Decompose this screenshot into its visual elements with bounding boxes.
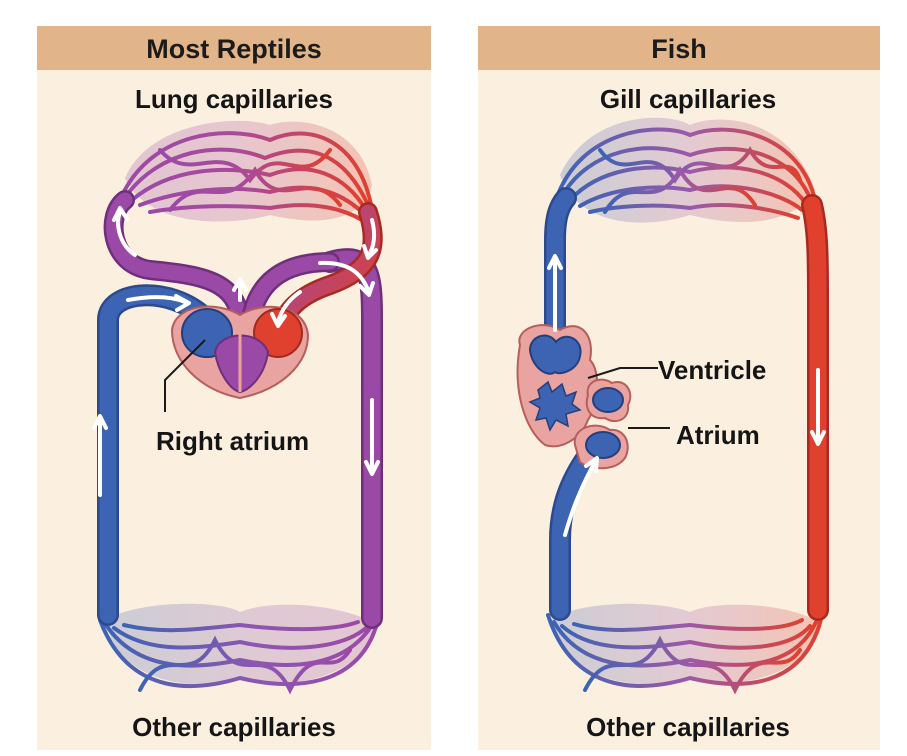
pointer-line bbox=[164, 339, 206, 412]
fish-gill-capillary-bed bbox=[554, 117, 817, 223]
reptile-vessels bbox=[97, 190, 383, 629]
pointer-line bbox=[587, 367, 658, 379]
other-capillaries-label: Other capillaries bbox=[132, 712, 336, 742]
atrium-label: Atrium bbox=[676, 420, 760, 450]
reptile-heart bbox=[170, 305, 310, 400]
right-atrium-label: Right atrium bbox=[156, 426, 310, 456]
flow-arrow-icon bbox=[547, 254, 826, 537]
panel-title: Most Reptiles bbox=[37, 26, 431, 70]
lung-capillaries-label: Lung capillaries bbox=[135, 84, 333, 114]
fish-systemic-capillary-bed bbox=[546, 603, 824, 695]
ventricle-label: Ventricle bbox=[658, 355, 767, 385]
fish-heart bbox=[516, 324, 632, 470]
other-capillaries-label: Other capillaries bbox=[586, 712, 790, 742]
flow-arrow-icon bbox=[92, 206, 380, 497]
gill-capillaries-label: Gill capillaries bbox=[599, 84, 777, 114]
panel-title: Fish bbox=[478, 26, 880, 70]
reptile-lung-capillary-bed bbox=[118, 120, 374, 222]
reptile-systemic-capillary-bed bbox=[98, 603, 380, 695]
